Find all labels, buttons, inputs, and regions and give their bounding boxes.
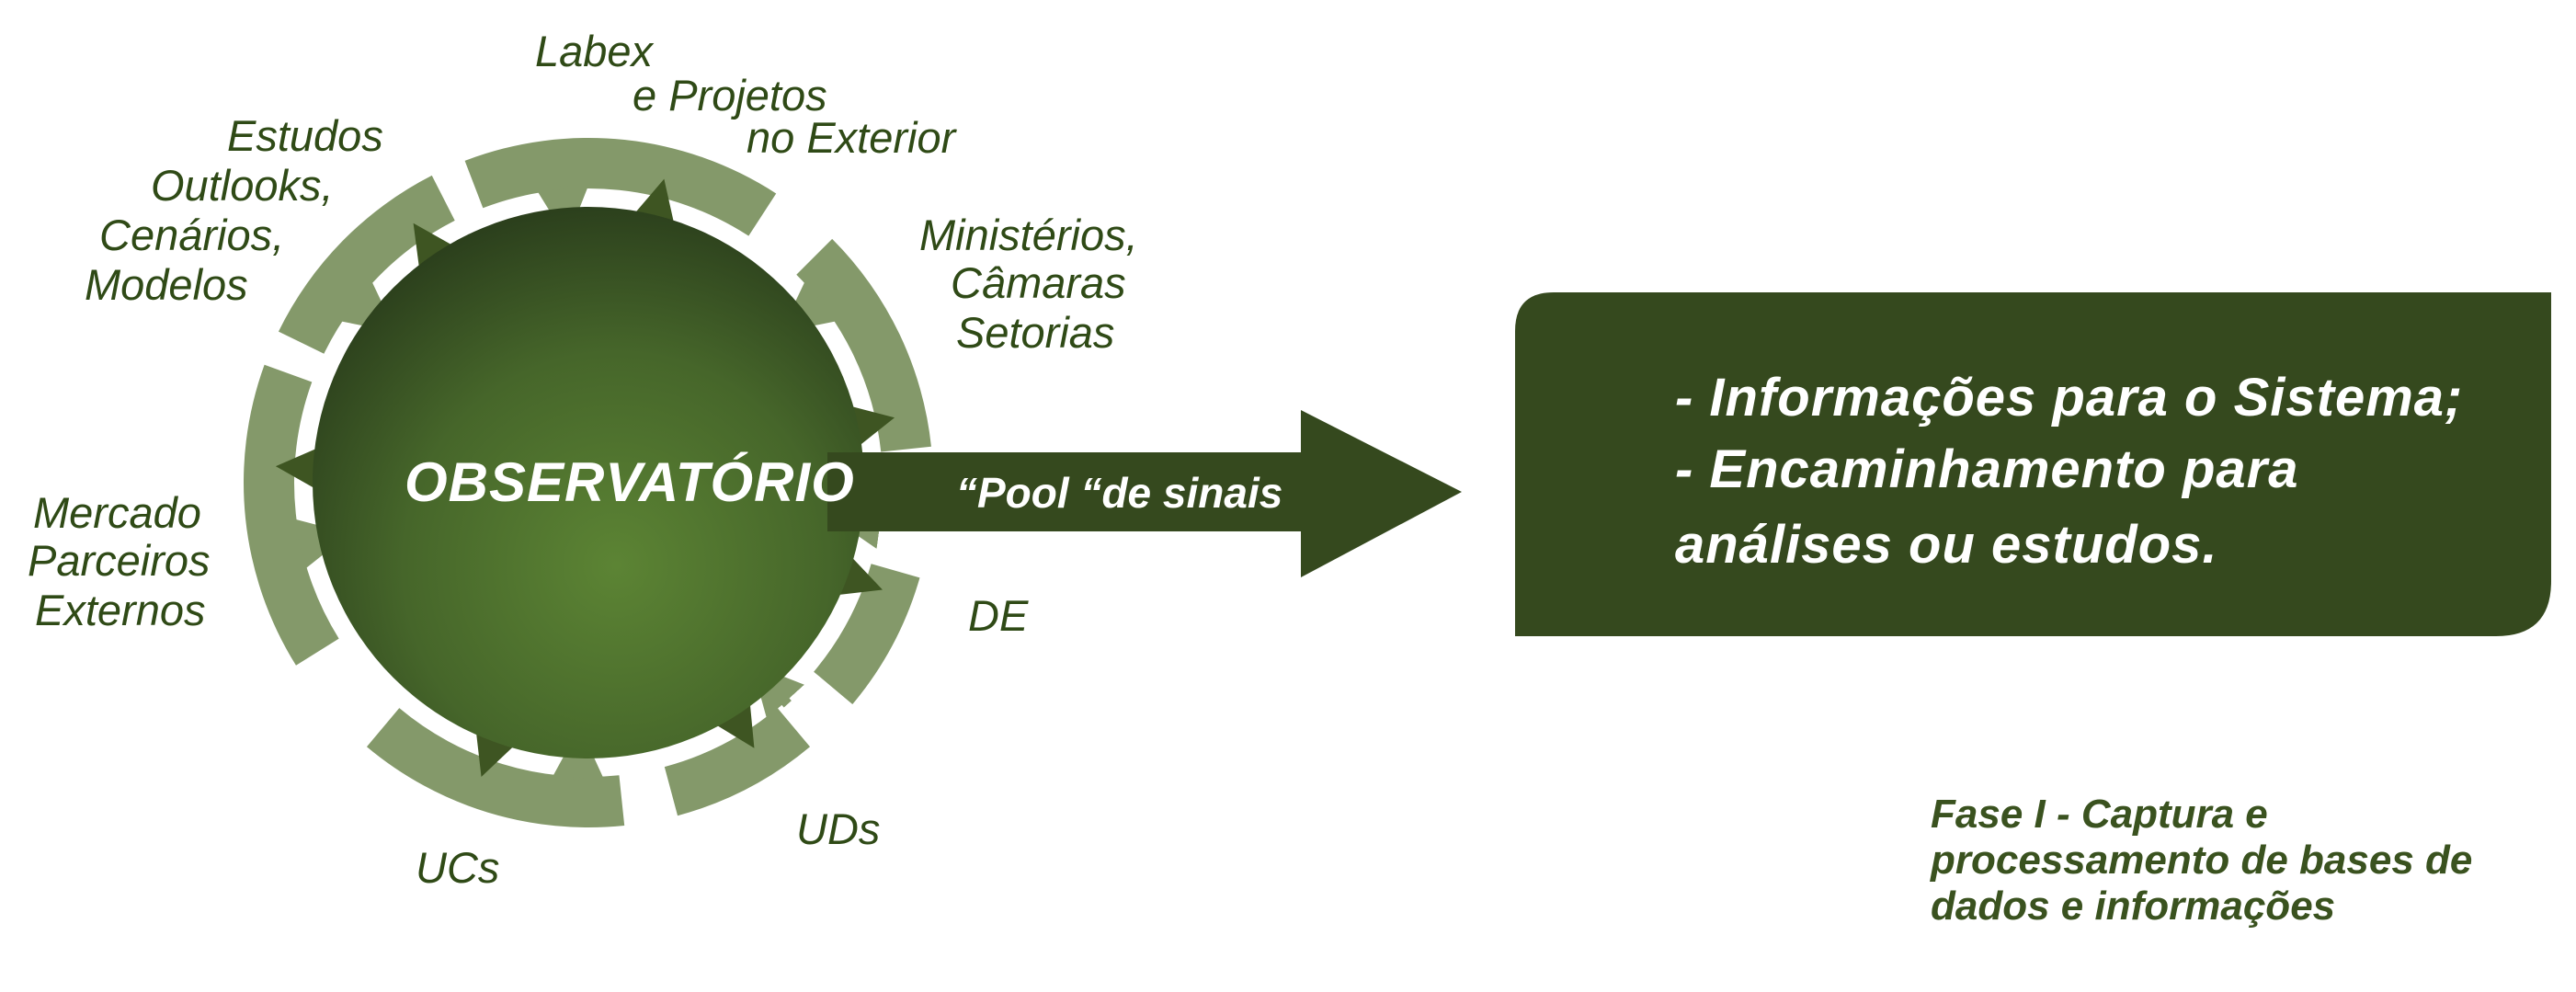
label-labex-line-3: no Exterior bbox=[747, 113, 958, 162]
output-line-2: - Encaminhamento para bbox=[1675, 439, 2298, 499]
label-mercado-line-2: Parceiros bbox=[28, 536, 211, 585]
label-labex-line-1: Labex bbox=[535, 27, 655, 75]
label-estudos-line-4: Modelos bbox=[85, 260, 248, 309]
pool-arrow-shape bbox=[827, 410, 1462, 577]
source-labels: Labex e Projetos no Exterior Estudos Out… bbox=[28, 27, 1138, 892]
phase-caption: Fase I - Captura e processamento de base… bbox=[1930, 792, 2472, 929]
label-labex-line-2: e Projetos bbox=[633, 71, 827, 120]
label-mercado-line-3: Externos bbox=[35, 586, 205, 634]
pool-de-sinais-arrow: “Pool “de sinais bbox=[827, 410, 1462, 577]
label-ucs: UCs bbox=[416, 843, 499, 892]
pool-arrow-label: “Pool “de sinais bbox=[956, 469, 1282, 517]
label-estudos-line-2: Outlooks, bbox=[151, 161, 334, 210]
observatorio-circle bbox=[313, 207, 864, 758]
label-de: DE bbox=[968, 591, 1029, 640]
arc-uds bbox=[664, 708, 811, 816]
arc-de bbox=[814, 564, 920, 705]
arc-mercado bbox=[244, 364, 339, 666]
caption-line-2: processamento de bases de bbox=[1930, 838, 2472, 883]
observatorio-node bbox=[313, 207, 864, 758]
label-uds: UDs bbox=[796, 804, 880, 853]
label-ministerios-line-3: Setorias bbox=[956, 308, 1114, 357]
label-estudos-line-1: Estudos bbox=[227, 111, 383, 160]
output-box: - Informações para o Sistema; - Encaminh… bbox=[1515, 292, 2551, 636]
observatorio-title: OBSERVATÓRIO bbox=[405, 451, 855, 513]
output-box-shape bbox=[1515, 292, 2551, 636]
arc-estudos bbox=[278, 175, 455, 354]
label-ministerios-line-1: Ministérios, bbox=[919, 211, 1138, 259]
caption-line-1: Fase I - Captura e bbox=[1931, 792, 2268, 837]
caption-line-3: dados e informações bbox=[1931, 884, 2335, 929]
output-line-3: análises ou estudos. bbox=[1675, 515, 2218, 575]
arc-labex bbox=[464, 138, 777, 236]
label-mercado-line-1: Mercado bbox=[33, 488, 201, 537]
output-line-1: - Informações para o Sistema; bbox=[1675, 368, 2463, 428]
label-estudos-line-3: Cenários, bbox=[99, 211, 284, 259]
label-ministerios-line-2: Câmaras bbox=[951, 258, 1126, 307]
